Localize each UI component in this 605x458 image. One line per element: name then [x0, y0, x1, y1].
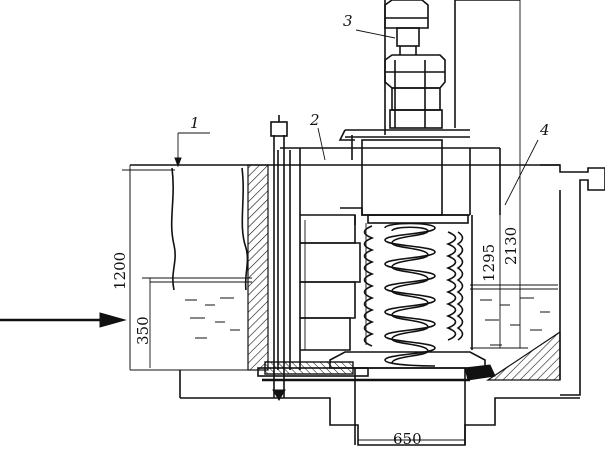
- dimension-lines: [122, 0, 528, 441]
- dim-2130: 2130: [502, 227, 520, 265]
- spring-outer-right: [445, 231, 464, 341]
- dim-350: 350: [134, 316, 152, 345]
- leader-lines: [174, 29, 539, 206]
- left-channel-wall: [170, 167, 249, 291]
- drain-pipe: [270, 115, 288, 401]
- spring-outer-left: [363, 225, 375, 347]
- dim-1200: 1200: [111, 252, 129, 290]
- part-label-1: 1: [190, 114, 200, 132]
- spring-inner: [384, 222, 436, 367]
- left-wall-hatched: [247, 164, 269, 371]
- dim-650: 650: [393, 430, 422, 448]
- base-plate: [257, 351, 496, 445]
- part-label-2: 2: [309, 111, 320, 129]
- part-label-4: 4: [539, 121, 550, 139]
- tank-outline: [129, 164, 605, 446]
- right-bottom-slope: [486, 330, 561, 381]
- water-surface: [150, 277, 558, 346]
- gate-body: [277, 129, 501, 370]
- stem: [384, 0, 520, 135]
- flow-arrow: [0, 312, 127, 328]
- part-label-3: 3: [343, 12, 353, 30]
- dim-1295: 1295: [480, 244, 498, 282]
